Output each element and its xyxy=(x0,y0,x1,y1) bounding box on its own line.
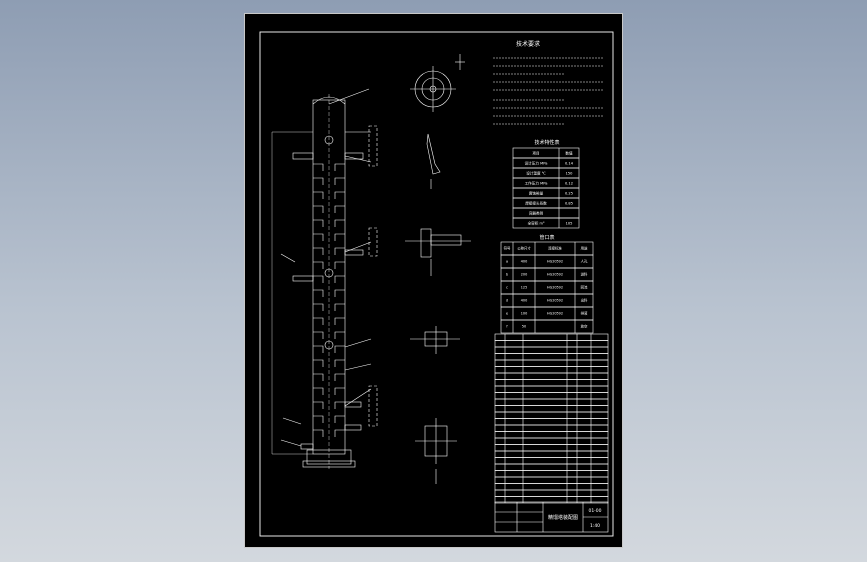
table-cell: 腐蚀裕量 xyxy=(529,190,544,195)
tray xyxy=(313,163,345,171)
parts-row xyxy=(494,496,609,504)
table-cell: 0.85 xyxy=(565,201,573,205)
tray xyxy=(313,205,345,213)
detail-views xyxy=(405,54,471,484)
table-cell: 200 xyxy=(521,273,527,277)
tray xyxy=(313,429,345,437)
table-cell: 0.14 xyxy=(565,161,574,165)
table-cell: HG20592 xyxy=(547,260,563,264)
table-cell: 400 xyxy=(521,299,527,303)
table-cell: a xyxy=(506,260,508,264)
tray xyxy=(313,331,345,339)
table-cell: 用途 xyxy=(581,246,588,251)
table-cell: c xyxy=(506,286,508,290)
table-cell: 数值 xyxy=(565,150,573,155)
table-row xyxy=(512,217,580,229)
tray xyxy=(313,373,345,381)
tray xyxy=(313,317,345,325)
table-cell: 容器类别 xyxy=(529,210,544,215)
table-cell: 人孔 xyxy=(581,259,588,264)
table-cell: 进料 xyxy=(581,272,588,277)
tray xyxy=(313,261,345,269)
tray xyxy=(313,289,345,297)
table-cell: f xyxy=(506,325,508,329)
table-cell: 排液 xyxy=(581,311,588,316)
table-cell: HG20592 xyxy=(547,286,563,290)
table-cell: 回流 xyxy=(581,285,588,290)
tray xyxy=(313,275,345,283)
tray xyxy=(313,303,345,311)
table-cell: 放空 xyxy=(581,324,588,329)
table-cell: 100 xyxy=(521,312,527,316)
inner-border xyxy=(259,31,614,537)
tech-req-title: 技术要求 xyxy=(516,40,540,48)
table-cell: 设计温度 ℃ xyxy=(526,170,546,175)
tray xyxy=(313,247,345,255)
tray xyxy=(313,177,345,185)
tech-char-title: 技术特性表 xyxy=(534,139,559,146)
table-row xyxy=(500,319,594,334)
table-cell: 出料 xyxy=(581,298,588,303)
table-cell: 连接标准 xyxy=(548,246,562,251)
table-cell: HG20592 xyxy=(547,273,563,277)
tray xyxy=(313,415,345,423)
table-cell: HG20592 xyxy=(547,299,563,303)
table-cell: 0.12 xyxy=(565,181,573,185)
table-cell: 设计压力 MPa xyxy=(525,160,548,165)
table-cell: 150 xyxy=(566,171,574,175)
tray-group xyxy=(313,163,345,437)
parts-list xyxy=(494,333,609,504)
tray xyxy=(313,401,345,409)
tech-requirements: 技术要求 xyxy=(493,40,603,125)
table-cell: d xyxy=(506,299,508,303)
table-cell: 0.25 xyxy=(565,191,573,195)
title-block: 精馏塔装配图 01-00 1:40 xyxy=(494,501,609,533)
drawing-sheet: 技术要求 技术特性表 项目 数值设计压力 MPa 0.14 设计温度 ℃ 150 工作压力… xyxy=(244,13,623,548)
nozzle-table-title: 管口表 xyxy=(539,234,554,241)
title-block-scale: 1:40 xyxy=(590,523,600,529)
table-cell: HG20592 xyxy=(547,312,563,316)
table-row xyxy=(512,207,580,219)
tray xyxy=(313,191,345,199)
table-row xyxy=(500,241,594,256)
table-cell: 项目 xyxy=(532,150,539,155)
tray xyxy=(313,345,345,353)
table-cell: 50 xyxy=(522,325,526,329)
tray xyxy=(313,233,345,241)
table-cell: 105 xyxy=(566,221,573,225)
table-cell: 公称尺寸 xyxy=(517,246,531,251)
table-cell: 符号 xyxy=(504,246,511,251)
table-cell: 焊接接头系数 xyxy=(525,200,547,205)
title-block-title: 精馏塔装配图 xyxy=(548,514,578,521)
table-cell: 125 xyxy=(521,286,527,290)
table-cell: 工作压力 MPa xyxy=(525,180,548,185)
table-cell: e xyxy=(506,312,508,316)
table-cell: b xyxy=(506,273,508,277)
tray xyxy=(313,359,345,367)
title-block-drawing-no: 01-00 xyxy=(588,508,601,514)
table-cell: 400 xyxy=(521,260,527,264)
tray xyxy=(313,219,345,227)
tower-elevation xyxy=(271,88,378,469)
tray xyxy=(313,387,345,395)
table-cell: 全容积 m³ xyxy=(528,220,545,225)
